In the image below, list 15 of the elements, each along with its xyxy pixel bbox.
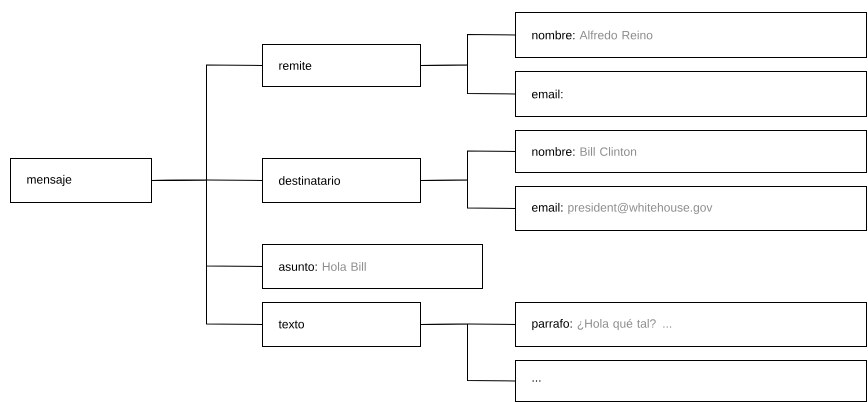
- element-box: remite: [262, 44, 421, 87]
- connector: [420, 180, 516, 209]
- element-box: asunto: Hola Bill: [262, 244, 483, 289]
- element-box: mensaje: [10, 158, 152, 203]
- element-box: ...: [515, 360, 867, 402]
- element-box: parrafo: ¿Hola qué tal? ...: [515, 302, 867, 347]
- connector: [152, 180, 262, 325]
- connector: [420, 324, 516, 382]
- element-box: nombre: Bill Clinton: [515, 130, 867, 173]
- element-box: destinatario: [262, 158, 421, 203]
- element-box: nombre: Alfredo Reino: [515, 12, 867, 58]
- element-box: texto: [262, 302, 421, 347]
- element-box: email: president@whitehouse.gov: [515, 186, 867, 231]
- element-box: email:: [515, 71, 867, 117]
- connector: [420, 64, 516, 94]
